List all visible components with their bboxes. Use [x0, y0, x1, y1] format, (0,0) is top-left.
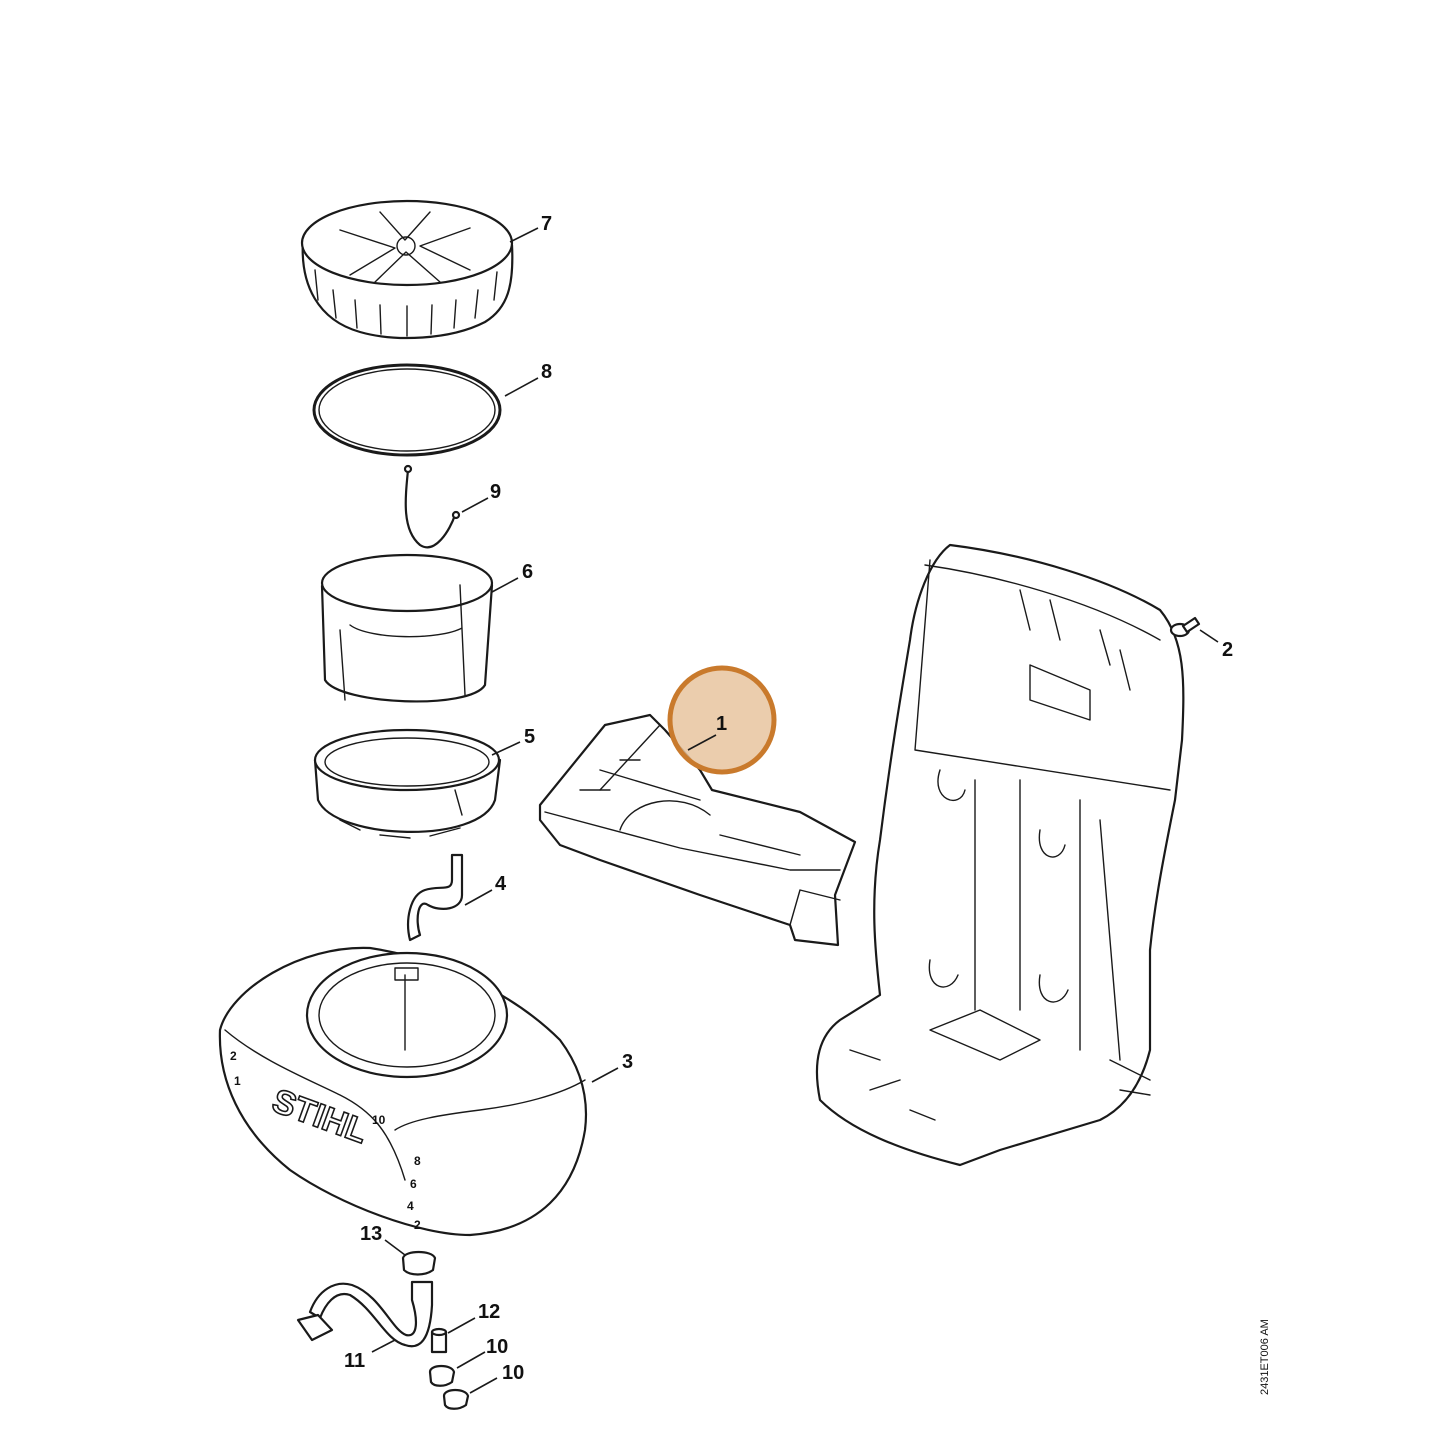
tank-scale-10: 10 — [372, 1113, 386, 1127]
callout-1: 1 — [716, 713, 727, 735]
callout-10-upper: 10 — [486, 1336, 508, 1358]
callout-7: 7 — [541, 213, 552, 235]
tank-scale-4: 4 — [407, 1199, 414, 1213]
hose-part[interactable] — [407, 853, 464, 942]
callout-5: 5 — [524, 726, 535, 748]
tank-part[interactable]: STIHL 10 8 6 4 2 2 1 — [218, 946, 588, 1237]
clamp-part-lower[interactable] — [442, 1388, 470, 1410]
cap-part[interactable] — [300, 199, 514, 340]
callout-3: 3 — [622, 1051, 633, 1073]
callout-4: 4 — [495, 873, 507, 895]
support-part[interactable] — [538, 713, 857, 947]
callout-2: 2 — [1222, 639, 1233, 661]
callout-6: 6 — [522, 561, 533, 583]
callout-12: 12 — [478, 1301, 500, 1323]
callout-13: 13 — [360, 1223, 382, 1245]
screw-part[interactable] — [1169, 616, 1201, 638]
callout-8: 8 — [541, 361, 552, 383]
callout-10-lower: 10 — [502, 1362, 524, 1384]
hose-clip-part[interactable] — [401, 1250, 437, 1276]
o-ring-part[interactable] — [312, 363, 502, 457]
clamp-part-upper[interactable] — [428, 1364, 456, 1387]
hose-assembly-part[interactable] — [296, 1280, 434, 1348]
tank-scale-6: 6 — [410, 1177, 417, 1191]
wire-part[interactable] — [403, 464, 461, 549]
callout-9: 9 — [490, 481, 501, 503]
document-id: 2431ET006 AM — [1259, 1319, 1271, 1395]
tank-side-scale-2: 2 — [230, 1049, 237, 1063]
tank-scale-2: 2 — [414, 1218, 421, 1232]
tank-side-scale-1: 1 — [234, 1074, 241, 1088]
callout-11: 11 — [344, 1350, 365, 1372]
fitting-part[interactable] — [430, 1327, 448, 1354]
ring-part[interactable] — [313, 728, 502, 839]
tank-scale-8: 8 — [414, 1154, 421, 1168]
carrier-frame-part[interactable] — [815, 543, 1185, 1167]
leader-lines — [371, 227, 1219, 1394]
strainer-part[interactable] — [320, 553, 494, 703]
